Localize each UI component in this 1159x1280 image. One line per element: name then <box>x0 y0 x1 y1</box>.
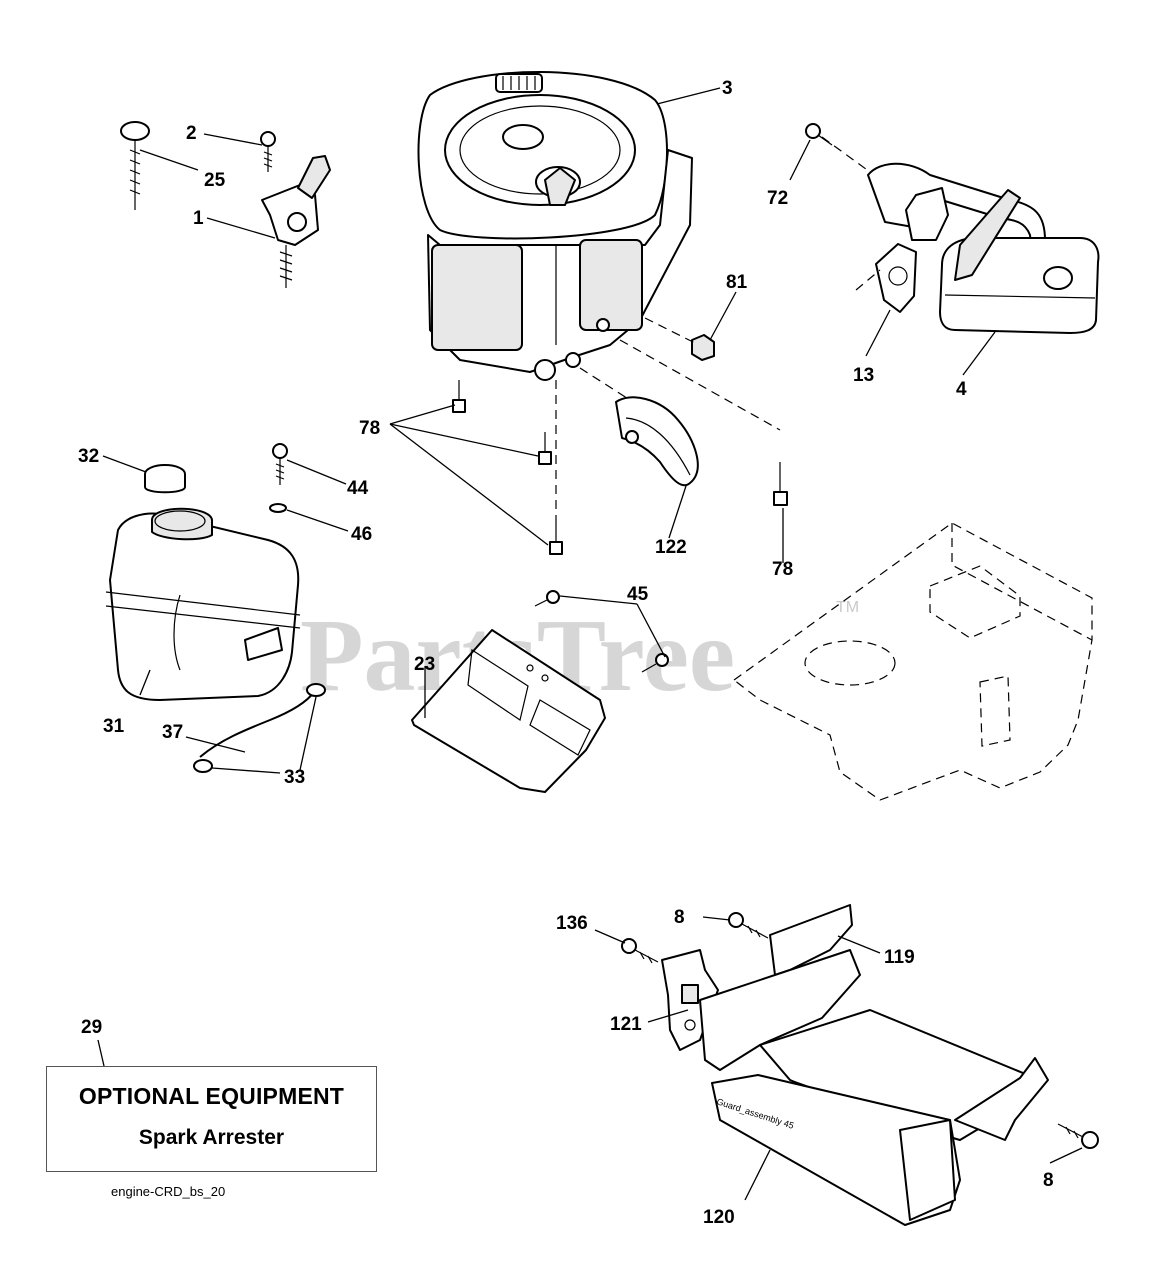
callout-44: 44 <box>347 478 369 499</box>
callout-72: 72 <box>767 188 788 209</box>
optional-equipment-subtitle: Spark Arrester <box>138 1126 285 1149</box>
chassis-frame <box>732 522 1093 801</box>
bolt-part-136[interactable] <box>621 938 659 964</box>
push-pin-part-25[interactable] <box>120 121 150 210</box>
washer-part-46[interactable] <box>269 503 287 513</box>
callout-23: 23 <box>414 654 435 675</box>
bolt-part-8-b[interactable] <box>1057 1123 1099 1149</box>
screw-part-44[interactable] <box>272 443 288 485</box>
callout-119: 119 <box>884 947 915 968</box>
muffler-part-4[interactable] <box>867 162 1100 334</box>
diagram-code: engine-CRD_bs_20 <box>111 1184 226 1199</box>
gasket-part-13[interactable] <box>875 243 917 313</box>
hose-clamp-part-33-b[interactable] <box>193 759 213 773</box>
callout-4: 4 <box>956 379 967 400</box>
callout-labels: 3 2 25 1 72 81 13 4 78 32 44 46 122 78 4… <box>78 78 1054 1228</box>
callout-136: 136 <box>556 913 588 934</box>
fuel-tank-part-31[interactable] <box>105 507 301 701</box>
callout-81: 81 <box>726 272 748 293</box>
callout-3: 3 <box>722 78 733 99</box>
callout-120: 120 <box>703 1207 735 1228</box>
callout-32: 32 <box>78 446 99 467</box>
callout-37: 37 <box>162 722 183 743</box>
bolt-part-78-a[interactable] <box>452 380 466 413</box>
callout-29: 29 <box>81 1017 102 1038</box>
callout-25: 25 <box>204 170 226 191</box>
callout-45: 45 <box>627 584 649 605</box>
callout-33: 33 <box>284 767 305 788</box>
heat-shield-part-122[interactable] <box>615 396 699 487</box>
guard-box-part-120[interactable]: Guard_assembly 45 <box>711 1074 961 1226</box>
screw-part-2[interactable] <box>260 131 276 172</box>
callout-13: 13 <box>853 365 874 386</box>
optional-equipment-title: OPTIONAL EQUIPMENT <box>78 1083 345 1109</box>
callout-8-bottom: 8 <box>1043 1170 1054 1191</box>
hose-clamp-part-33-a[interactable] <box>306 683 326 697</box>
callout-2: 2 <box>186 123 197 144</box>
engine-part-3[interactable] <box>417 71 693 381</box>
fuel-cap-part-32[interactable] <box>144 464 186 494</box>
optional-equipment-box: OPTIONAL EQUIPMENT Spark Arrester <box>46 1066 377 1172</box>
bolt-part-72[interactable] <box>805 123 833 146</box>
callout-121: 121 <box>610 1014 642 1035</box>
callout-46: 46 <box>351 524 372 545</box>
bolt-part-8-a[interactable] <box>728 912 769 939</box>
bolt-part-45-a[interactable] <box>534 590 560 607</box>
callout-78-right: 78 <box>772 559 793 580</box>
nut-part-81[interactable] <box>691 334 715 361</box>
bolt-part-78-d[interactable] <box>773 462 788 506</box>
fuel-hose-part-37[interactable] <box>199 691 315 758</box>
callout-122: 122 <box>655 537 687 558</box>
bolt-part-78-c[interactable] <box>549 522 563 555</box>
callout-8-top: 8 <box>674 907 685 928</box>
cover-plate-part-23[interactable] <box>411 629 606 793</box>
throttle-control-part-1[interactable] <box>261 155 331 288</box>
bolt-part-78-b[interactable] <box>538 432 552 465</box>
callout-31: 31 <box>103 716 125 737</box>
guard-frame <box>699 949 1049 1141</box>
callout-78-left: 78 <box>359 418 380 439</box>
callout-1: 1 <box>193 208 204 229</box>
watermark-trademark: TM <box>836 599 859 616</box>
leader-lines <box>97 87 1083 1201</box>
